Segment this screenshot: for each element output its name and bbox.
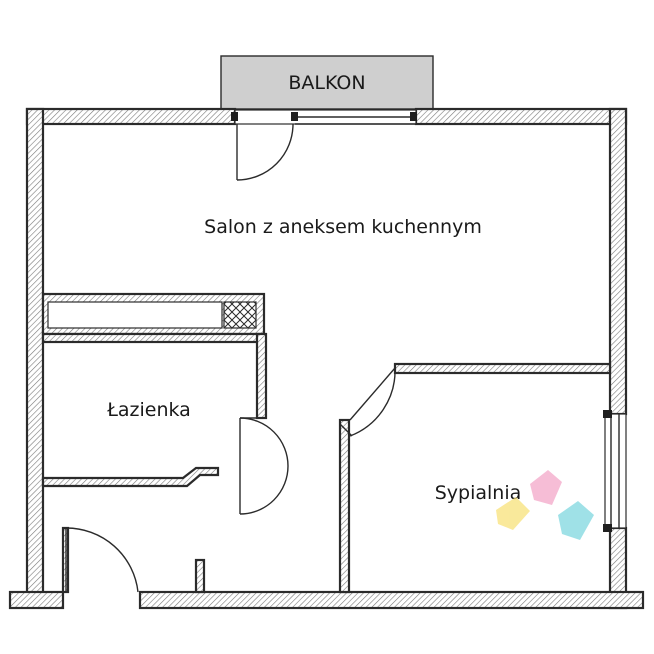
- bathroom-label: Łazienka: [106, 399, 191, 421]
- balcony-door: [236, 123, 294, 181]
- balcony-label: BALKON: [288, 72, 365, 94]
- watermark-logo: [496, 470, 594, 540]
- balcony-window: [231, 109, 417, 125]
- installation-shaft: [41, 292, 266, 336]
- bedroom-label: Sypialnia: [435, 482, 522, 504]
- living-room-label: Salon z aneksem kuchennym: [204, 216, 482, 238]
- partition-stub: [194, 558, 206, 594]
- balcony: BALKON: [220, 55, 434, 110]
- bedroom-walls: [338, 362, 612, 594]
- entrance-door: [61, 526, 139, 594]
- bedroom-window: [603, 410, 627, 532]
- bedroom-door: [339, 367, 396, 437]
- bathroom-door: [239, 417, 289, 515]
- outer-walls: [8, 107, 645, 610]
